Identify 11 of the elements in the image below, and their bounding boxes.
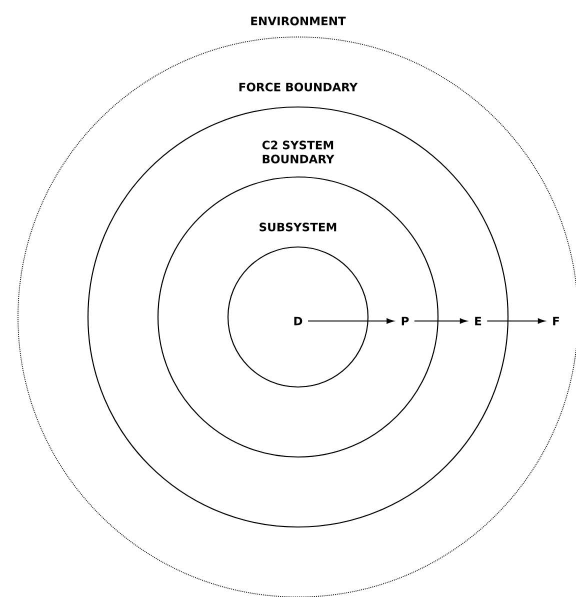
ring-label: C2 SYSTEM BOUNDARY xyxy=(262,140,334,164)
arrow xyxy=(486,318,546,324)
ring-label: ENVIRONMENT xyxy=(251,16,346,26)
stage-letter: F xyxy=(553,316,559,326)
ring-label: FORCE BOUNDARY xyxy=(239,82,358,92)
stage-letter: E xyxy=(475,316,482,326)
stage-letter: P xyxy=(402,316,409,326)
arrow xyxy=(414,318,468,324)
ring-label: SUBSYSTEM xyxy=(260,222,336,232)
arrow xyxy=(308,318,394,324)
stage-letter: D xyxy=(294,316,302,326)
